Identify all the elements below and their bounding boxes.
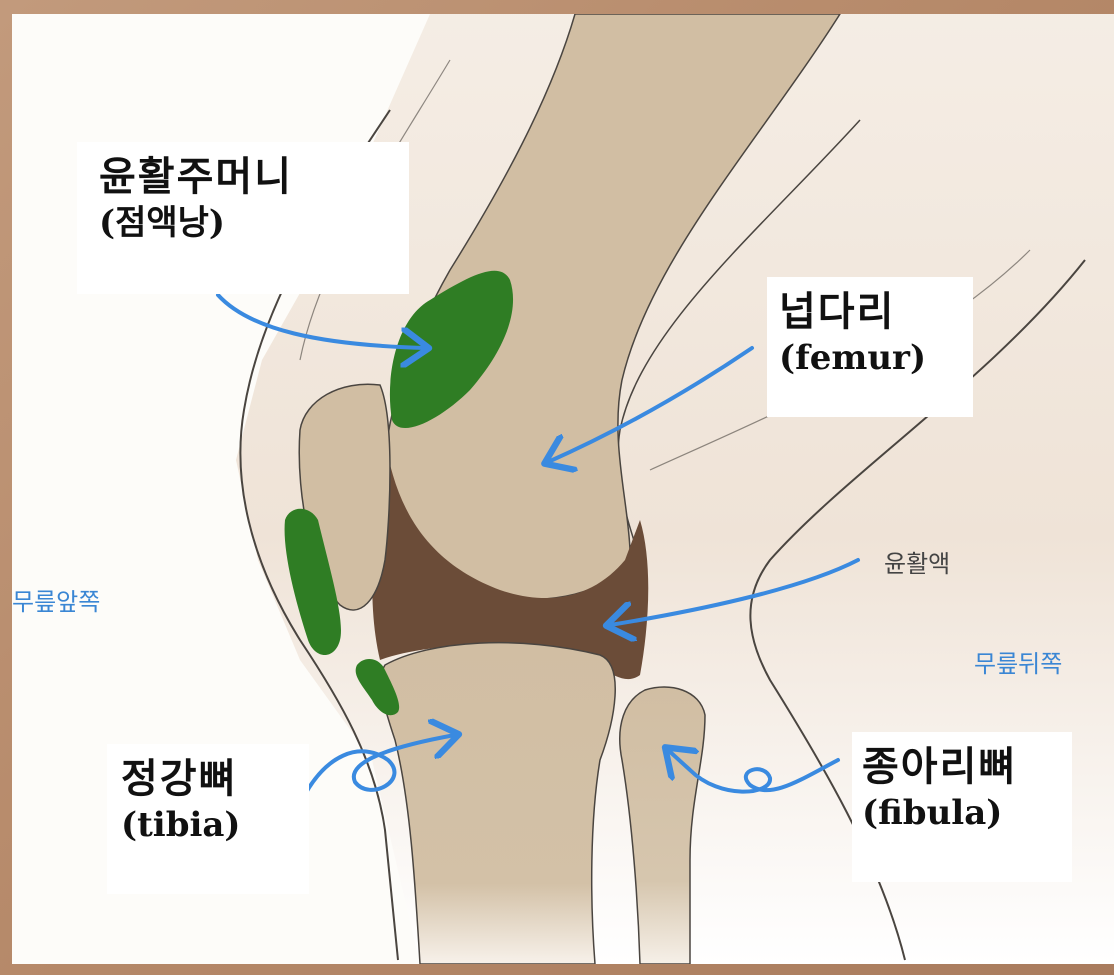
synovial-fluid-label: 윤활액 <box>884 544 950 579</box>
bursa-label-en: (점액낭) <box>99 202 395 245</box>
knee-back-label: 무릎뒤쪽 <box>974 644 1062 679</box>
tibia-label-ko: 정강뼈 <box>121 754 301 804</box>
bursa-label: 윤활주머니 (점액낭) <box>77 142 409 294</box>
fibula-label-ko: 종아리뼈 <box>862 742 1064 792</box>
fibula-label: 종아리뼈 (fibula) <box>852 732 1072 882</box>
bursa-label-ko: 윤활주머니 <box>99 152 395 202</box>
femur-label-en: (femur) <box>779 337 965 380</box>
tibia-label-en: (tibia) <box>121 804 301 847</box>
knee-front-label: 무릎앞쪽 <box>12 582 100 617</box>
femur-label: 넙다리 (femur) <box>767 277 973 417</box>
femur-label-ko: 넙다리 <box>779 287 965 337</box>
diagram-panel: 윤활주머니 (점액낭) 넙다리 (femur) 정강뼈 (tibia) 종아리뼈… <box>12 14 1114 964</box>
tibia-label: 정강뼈 (tibia) <box>107 744 309 894</box>
fibula-label-en: (fibula) <box>862 792 1064 835</box>
